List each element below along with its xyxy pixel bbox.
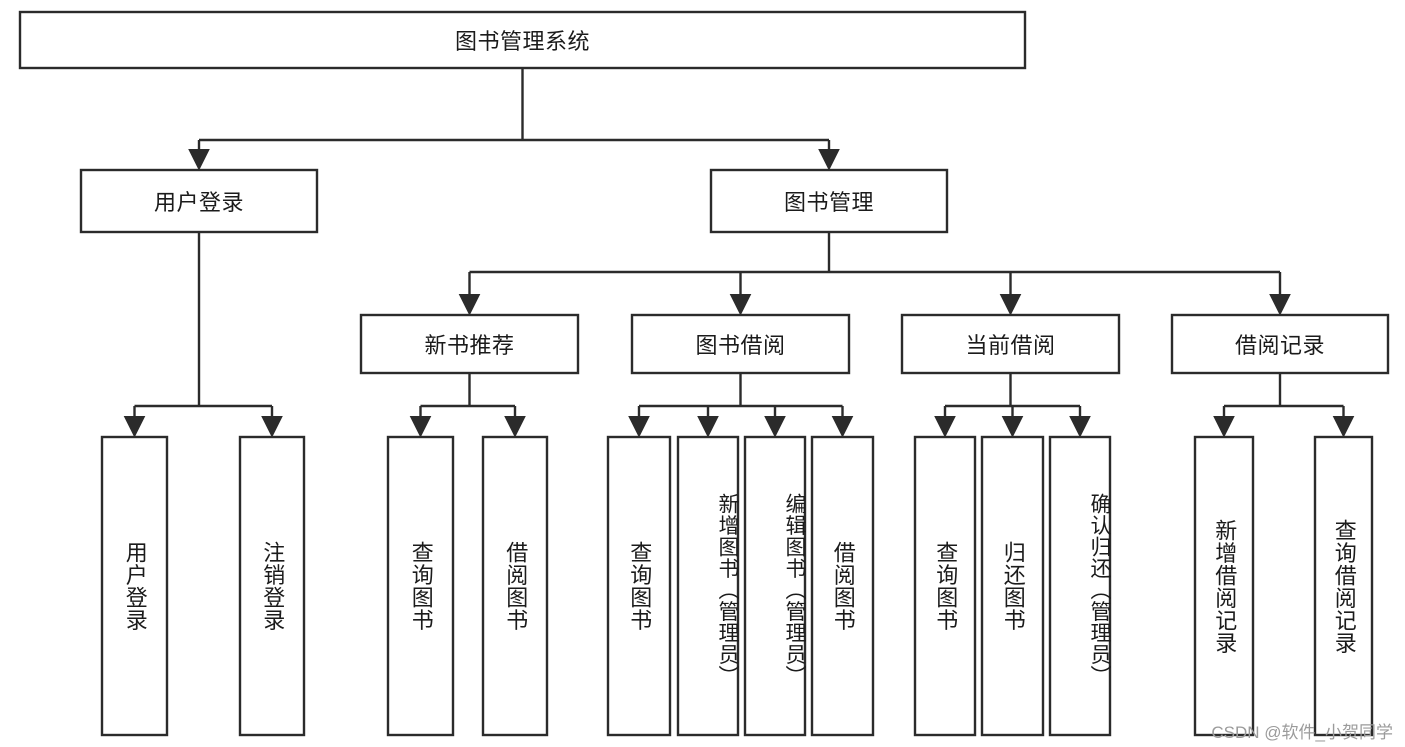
leaf-box-7[interactable]: [810, 435, 875, 737]
leaf-box-8[interactable]: [913, 435, 977, 737]
leaf-box-10[interactable]: [1048, 435, 1112, 737]
root-box-0[interactable]: [18, 10, 1027, 70]
leaf-box-12[interactable]: [1313, 435, 1374, 737]
leaf-box-0[interactable]: [100, 435, 169, 737]
edge-layer: [123, 68, 1355, 438]
leaf-box-1[interactable]: [238, 435, 306, 737]
level1-box-0[interactable]: [79, 168, 319, 234]
leaf-box-3[interactable]: [481, 435, 549, 737]
level1-box-1[interactable]: [709, 168, 949, 234]
leaf-box-6[interactable]: [743, 435, 807, 737]
leaf-box-11[interactable]: [1193, 435, 1255, 737]
box-layer: [18, 10, 1390, 737]
level2-box-1[interactable]: [630, 313, 851, 375]
level2-box-0[interactable]: [359, 313, 580, 375]
leaf-box-9[interactable]: [980, 435, 1045, 737]
level2-box-3[interactable]: [1170, 313, 1390, 375]
leaf-box-5[interactable]: [676, 435, 740, 737]
leaf-box-4[interactable]: [606, 435, 672, 737]
leaf-box-2[interactable]: [386, 435, 455, 737]
level2-box-2[interactable]: [900, 313, 1121, 375]
